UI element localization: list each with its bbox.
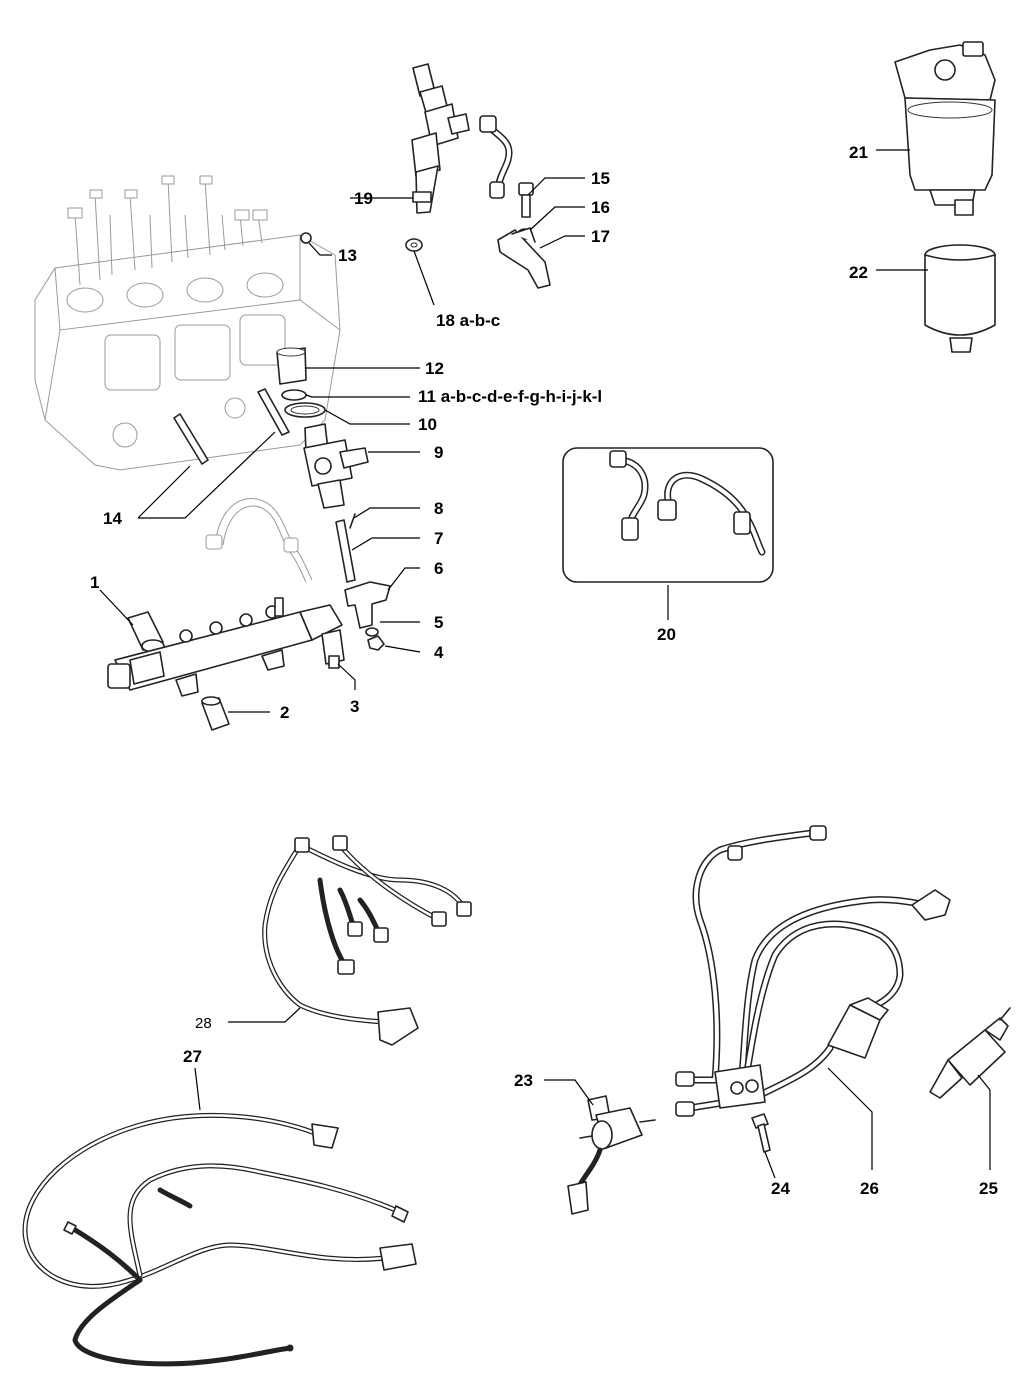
- cylinder-head-drawing: [34, 175, 341, 471]
- part-4-nut: [367, 635, 385, 651]
- callout-18: 18 a-b-c: [436, 311, 500, 330]
- callout-21: 21: [849, 143, 868, 162]
- callout-28: 28: [195, 1015, 212, 1032]
- part-25-inline-filter: [929, 1007, 1011, 1099]
- part-28-harness: [262, 835, 472, 1046]
- callout-23: 23: [514, 1071, 533, 1090]
- part-7-rod: [335, 519, 356, 583]
- part-6-bracket: [344, 581, 391, 629]
- callout-13: 13: [338, 246, 357, 265]
- callout-24: 24: [771, 1179, 790, 1198]
- callout-17: 17: [591, 227, 610, 246]
- callout-25: 25: [979, 1179, 998, 1198]
- callout-4: 4: [434, 643, 444, 662]
- part-27-harness: [22, 1112, 417, 1367]
- callout-1: 1: [90, 573, 99, 592]
- callout-2: 2: [280, 703, 289, 722]
- callout-9: 9: [434, 443, 443, 462]
- callout-3: 3: [350, 697, 359, 716]
- part-9-pump: [303, 423, 369, 509]
- callout-6: 6: [434, 559, 443, 578]
- part-22-filter-element: [924, 244, 996, 353]
- callout-11: 11 a-b-c-d-e-f-g-h-i-j-k-l: [418, 387, 602, 406]
- callout-labels: 1 2 3 4 5 6 7 8 9 10 11 a-b-c-d-e-f-g-h-…: [90, 143, 998, 1198]
- part-13-nut: [300, 232, 312, 244]
- callout-26: 26: [860, 1179, 879, 1198]
- part-10-o-ring: [284, 402, 326, 418]
- part-11-shim: [281, 389, 307, 401]
- part-5-ring: [365, 627, 379, 637]
- callout-5: 5: [434, 613, 443, 632]
- part-8-pin: [349, 513, 356, 529]
- part-12-sleeve: [276, 347, 307, 385]
- part-20-pipe-kit: [562, 447, 774, 583]
- fuel-rail: [107, 597, 343, 697]
- part-17-clamp: [497, 227, 551, 289]
- callout-16: 16: [591, 198, 610, 217]
- callout-27: 27: [183, 1047, 202, 1066]
- part-2-plug: [201, 696, 230, 731]
- callout-20: 20: [657, 625, 676, 644]
- callout-19: 19: [354, 189, 373, 208]
- part-14-studs: [173, 388, 290, 465]
- leader-lines: [99, 149, 991, 1179]
- part-19-injector: [411, 63, 470, 214]
- part-3-pressure-valve: [321, 629, 345, 669]
- callout-14: 14: [103, 509, 122, 528]
- callout-8: 8: [434, 499, 443, 518]
- callout-22: 22: [849, 263, 868, 282]
- part-24-bolt: [751, 1113, 771, 1153]
- part-21-filter-housing: [894, 41, 996, 216]
- part-26-fuel-lines: [675, 825, 951, 1117]
- callout-7: 7: [434, 529, 443, 548]
- callout-10: 10: [418, 415, 437, 434]
- part-1-plug: [127, 611, 165, 653]
- rail-fuel-pipe: [205, 498, 313, 583]
- callout-15: 15: [591, 169, 610, 188]
- part-15-bolt: [518, 182, 534, 218]
- part-23-fuel-pump: [567, 1095, 656, 1215]
- part-18-seal-washer: [405, 238, 423, 252]
- callout-12: 12: [425, 359, 444, 378]
- injector-fuel-pipe: [479, 115, 513, 199]
